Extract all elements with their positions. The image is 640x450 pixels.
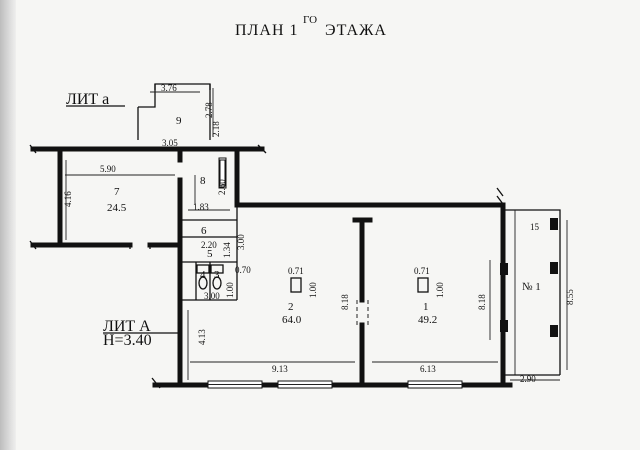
dim-4-13: 4.13 <box>197 329 207 345</box>
dim-1-34: 1.34 <box>222 242 232 258</box>
door-room-7 <box>129 243 151 249</box>
dim-0-71-b: 0.71 <box>414 266 430 276</box>
dimension-lines <box>65 160 568 381</box>
dim-1-00-a: 1.00 <box>225 282 235 298</box>
dim-2-78: 2.78 <box>204 102 214 118</box>
windows-bottom <box>207 380 463 389</box>
dim-3-00-a: 3.00 <box>236 234 246 250</box>
room-1-number: 1 <box>423 301 429 313</box>
room-2-number: 2 <box>288 301 294 313</box>
entrance-label: № 1 <box>522 281 541 293</box>
dim-15: 15 <box>530 222 540 232</box>
room-2-area: 64.0 <box>282 314 302 326</box>
room-9-number: 9 <box>176 115 182 127</box>
room-5-number: 5 <box>207 248 213 260</box>
room-1-area: 49.2 <box>418 314 437 326</box>
dim-9-13: 9.13 <box>272 364 288 374</box>
dim-1-00-b: 1.00 <box>308 282 318 298</box>
title-rest: ЭТАЖА <box>325 22 387 39</box>
room-8-number: 8 <box>200 175 206 187</box>
dim-8-18-b: 8.18 <box>477 294 487 310</box>
title-main: ПЛАН 1 <box>235 22 299 39</box>
scan-shadow-edge <box>0 0 16 450</box>
room-7-area: 24.5 <box>107 202 127 214</box>
room-4-number: 4 <box>200 269 206 281</box>
walls <box>29 144 513 389</box>
dim-1-00-c: 1.00 <box>435 282 445 298</box>
column-room-1 <box>417 277 429 293</box>
room-3-number: 3 <box>214 269 220 281</box>
lit-a-small-label: ЛИТ а <box>66 91 109 108</box>
room-9-annex <box>137 83 214 140</box>
dim-4-16: 4.16 <box>63 191 73 207</box>
dim-0-70: 0.70 <box>235 265 251 275</box>
dim-5-90: 5.90 <box>100 164 116 174</box>
room-6-number: 6 <box>201 225 207 237</box>
right-annex <box>500 209 561 376</box>
lit-a-big-label: ЛИТ А <box>103 318 151 335</box>
dim-6-13: 6.13 <box>420 364 436 374</box>
toilet-fixtures <box>196 264 224 290</box>
plan-title: ПЛАН 1 ГО ЭТАЖА <box>235 14 387 39</box>
dim-8-55: 8.55 <box>565 289 575 305</box>
dim-1-83: 1.83 <box>193 202 209 212</box>
dim-3-00-b: 3.00 <box>204 291 220 301</box>
dim-2-18: 2.18 <box>211 121 221 137</box>
dim-2-90: 2.90 <box>520 374 536 384</box>
dashed-partition <box>356 300 369 325</box>
title-superscript: ГО <box>303 14 317 26</box>
dim-8-18-a: 8.18 <box>340 294 350 310</box>
column-room-2 <box>290 277 302 293</box>
dim-3-76: 3.76 <box>161 83 177 93</box>
dim-2-60: 2.60 <box>217 179 227 195</box>
room-7-number: 7 <box>114 186 120 198</box>
dim-2-20: 2.20 <box>201 240 217 250</box>
height-label: Н=3.40 <box>103 332 152 349</box>
dim-3-05: 3.05 <box>162 138 178 148</box>
dim-0-71-a: 0.71 <box>288 266 304 276</box>
